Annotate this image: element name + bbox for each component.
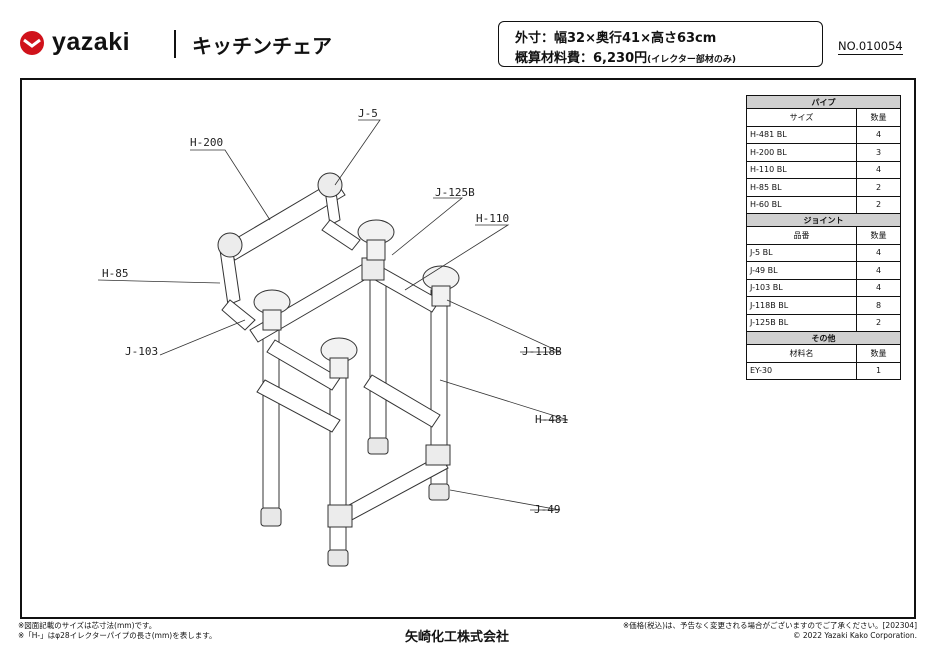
yazaki-logo: yazaki — [18, 28, 130, 57]
spec-cost: 概算材料費：6,230円(イレクター部材のみ) — [515, 47, 736, 66]
footer-notes: ※図面記載のサイズは芯寸法(mm)です。 ※「H-」はφ28イレクターパイプの長… — [18, 621, 216, 641]
label-j5: J-5 — [358, 107, 378, 120]
joint-section-header: ジョイント — [746, 213, 901, 227]
part-name: EY-30 — [746, 361, 857, 380]
part-name: H-481 BL — [746, 125, 857, 144]
other-column-header: 材料名数量 — [746, 344, 901, 363]
part-name: J-49 BL — [746, 261, 857, 280]
seat-caps — [253, 219, 460, 379]
part-name: J-125B BL — [746, 313, 857, 332]
spec-dimensions: 外寸：幅32×奥行41×高さ63cm — [515, 31, 717, 46]
footer-note-1: ※図面記載のサイズは芯寸法(mm)です。 — [18, 621, 157, 630]
part-qty: 1 — [856, 361, 901, 380]
part-qty: 3 — [856, 143, 901, 162]
label-h200: H-200 — [190, 136, 223, 149]
footer-note-2: ※「H-」はφ28イレクターパイプの長さ(mm)を表します。 — [18, 631, 217, 640]
yazaki-logo-icon — [20, 30, 44, 55]
company-name: 矢崎化工株式会社 — [405, 630, 510, 645]
part-qty: 2 — [856, 178, 901, 197]
lower-rails — [256, 374, 451, 528]
part-name: J-103 BL — [746, 278, 857, 297]
part-name: H-60 BL — [746, 195, 857, 214]
joint-col-name: 品番 — [746, 226, 857, 245]
copyright: © 2022 Yazaki Kako Corporation. — [793, 631, 917, 640]
spec-cost-note: (イレクター部材のみ) — [647, 55, 736, 65]
price-note: ※価格(税込)は、予告なく変更される場合がございますのでご了承ください。[202… — [622, 621, 917, 630]
leg-front-left — [260, 329, 282, 527]
logo-text: yazaki — [52, 28, 131, 56]
part-name: H-110 BL — [746, 160, 857, 179]
part-qty: 4 — [856, 125, 901, 144]
seat-rails — [249, 257, 441, 391]
part-qty: 4 — [856, 261, 901, 280]
leg-front-right — [327, 359, 349, 567]
label-h481: H-481 — [535, 413, 568, 426]
pipe-column-header: サイズ数量 — [746, 108, 901, 127]
label-j103: J-103 — [125, 345, 158, 358]
label-j118b: J-118B — [522, 345, 562, 358]
part-name: H-85 BL — [746, 178, 857, 197]
other-section-header: その他 — [746, 331, 901, 345]
footer-right: ※価格(税込)は、予告なく変更される場合がございますのでご了承ください。[202… — [623, 621, 917, 641]
part-qty: 4 — [856, 243, 901, 262]
part-name: J-118B BL — [746, 296, 857, 315]
header-divider — [174, 30, 176, 58]
part-qty: 8 — [856, 296, 901, 315]
back-frame — [217, 172, 361, 331]
other-title: その他 — [746, 331, 901, 345]
spec-cost-value: 概算材料費：6,230円 — [515, 51, 648, 66]
leg-back-right — [367, 269, 389, 455]
pipe-col-qty: 数量 — [856, 108, 901, 127]
label-j49: J-49 — [534, 503, 561, 516]
product-title: キッチンチェア — [192, 34, 332, 58]
other-col-name: 材料名 — [746, 344, 857, 363]
part-qty: 2 — [856, 313, 901, 332]
part-name: J-5 BL — [746, 243, 857, 262]
label-h85: H-85 — [102, 267, 129, 280]
pipe-col-name: サイズ — [746, 108, 857, 127]
label-j125b: J-125B — [435, 186, 475, 199]
label-h110: H-110 — [476, 212, 509, 225]
pipe-title: パイプ — [746, 95, 901, 109]
part-qty: 2 — [856, 195, 901, 214]
joint-col-qty: 数量 — [856, 226, 901, 245]
part-qty: 4 — [856, 278, 901, 297]
part-name: H-200 BL — [746, 143, 857, 162]
leg-back-left-front — [428, 289, 450, 501]
spec-box: 外寸：幅32×奥行41×高さ63cm 概算材料費：6,230円(イレクター部材の… — [498, 21, 823, 67]
pipe-section-header: パイプ — [746, 95, 901, 109]
joint-title: ジョイント — [746, 213, 901, 227]
drawing-frame — [20, 78, 916, 619]
leader-lines — [97, 119, 569, 511]
other-col-qty: 数量 — [856, 344, 901, 363]
part-qty: 4 — [856, 160, 901, 179]
joint-column-header: 品番数量 — [746, 226, 901, 245]
document-number: NO.010054 — [838, 39, 903, 55]
